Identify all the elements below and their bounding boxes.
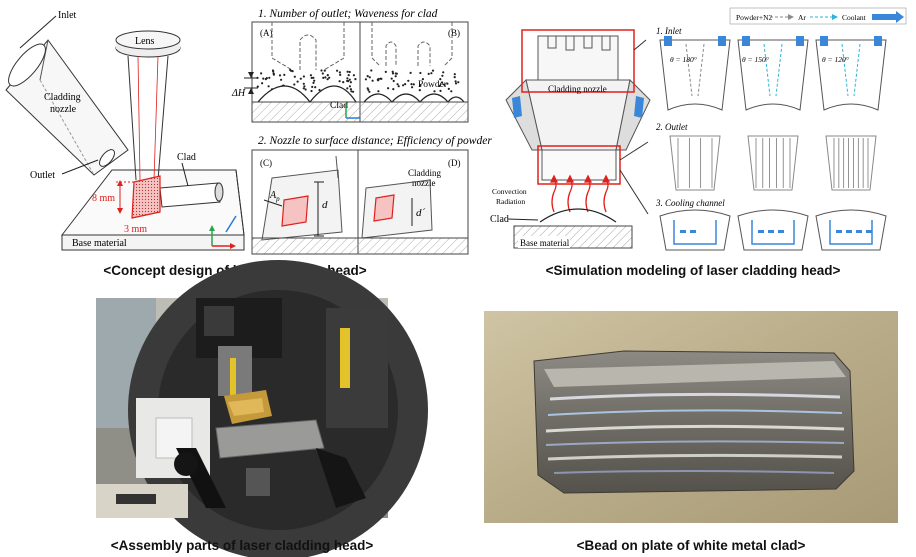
sim-clad-label: Clad: [490, 214, 509, 225]
simulation-diagram: Powder+N2 Ar Coolant Cladding nozzle Con…: [490, 7, 907, 251]
legend-ar: Ar: [798, 13, 806, 22]
clad-bead: [159, 182, 221, 208]
section2-d: (D): [448, 158, 461, 168]
outlet-label: Outlet: [30, 170, 55, 181]
inlet-highlight-box: [521, 29, 635, 93]
section1-b: (B): [448, 28, 460, 38]
ap-label: Ap: [269, 190, 280, 203]
convection-label: Convection: [492, 187, 527, 196]
lens-label: Lens: [135, 36, 155, 47]
angle-150: θ = 150°: [742, 55, 769, 64]
cladding-nozzle-shape: [5, 39, 129, 176]
cooling-title: 3. Cooling channel: [655, 198, 725, 208]
inlet-views: [659, 36, 887, 111]
base-material-label: Base material: [72, 238, 127, 249]
legend-coolant: Coolant: [842, 13, 867, 22]
legend-powder: Powder+N2: [736, 13, 773, 22]
outlet-views: [669, 135, 877, 191]
simulation-legend: Powder+N2 Ar Coolant: [729, 7, 907, 25]
assembly-photo: [96, 260, 428, 557]
section2-c: (C): [260, 158, 272, 168]
axis-triad-icon: [209, 215, 237, 249]
inlet-pointer: [19, 15, 57, 49]
delta-h-label: ΔH: [231, 88, 246, 99]
sim-cladding-nozzle-label: Cladding nozzle: [548, 84, 607, 94]
cladding-nozzle-model: [505, 35, 651, 181]
assembly-photo-art: [96, 260, 428, 557]
outlet-title: 2. Outlet: [656, 122, 688, 132]
laser-beam-left: [127, 55, 137, 181]
bead-photo-art: [484, 311, 898, 523]
bead-caption: <Bead on plate of white metal clad>: [576, 538, 806, 553]
inlet-label: Inlet: [58, 10, 77, 21]
cooling-views: [659, 209, 887, 251]
section1-powder-label: Powder: [418, 80, 448, 90]
sim-base-material-label: Base material: [520, 238, 570, 248]
inlet-view-2: [815, 36, 887, 111]
outlet-view-0: [669, 135, 721, 191]
section1-clad-label: Clad: [330, 101, 348, 111]
laser-beam-right: [157, 55, 169, 181]
bead-photo: [484, 311, 898, 523]
assembly-caption: <Assembly parts of laser cladding head>: [110, 538, 374, 553]
inlet-view-0: [659, 36, 731, 111]
laser-spot-box: [116, 175, 161, 219]
simulation-panel: Powder+N2 Ar Coolant Cladding nozzle Con…: [470, 0, 916, 262]
dim-3mm-label: 3 mm: [124, 224, 147, 235]
dim-8mm-label: 8 mm: [92, 193, 115, 204]
inlet-title: 1. Inlet: [656, 26, 682, 36]
section1-title: 1. Number of outlet; Waveness for clad: [258, 8, 438, 20]
sim-clad-bead: [539, 208, 617, 223]
outlet-highlight-box: [537, 145, 621, 185]
spray-region-d: [361, 179, 433, 239]
cooling-view-1: [737, 209, 809, 251]
angle-180: θ = 180°: [670, 55, 697, 64]
cooling-view-2: [815, 209, 887, 251]
distance-d-prime-label: d´: [416, 207, 426, 219]
radiation-label: Radiation: [496, 197, 525, 206]
angle-120: θ = 120°: [822, 55, 849, 64]
outlet-view-1: [747, 135, 799, 191]
inlet-view-1: [737, 36, 809, 111]
simulation-caption: <Simulation modeling of laser cladding h…: [545, 263, 841, 278]
outlet-pointer: [61, 159, 99, 175]
distance-d-label: d: [322, 199, 328, 211]
outlet-view-2: [825, 135, 877, 191]
clad-label: Clad: [177, 152, 196, 163]
section1-a: (A): [260, 28, 273, 38]
section2-title: 2. Nozzle to surface distance; Efficienc…: [258, 135, 492, 147]
cooling-view-0: [659, 209, 731, 251]
heat-arrows: [549, 174, 611, 213]
